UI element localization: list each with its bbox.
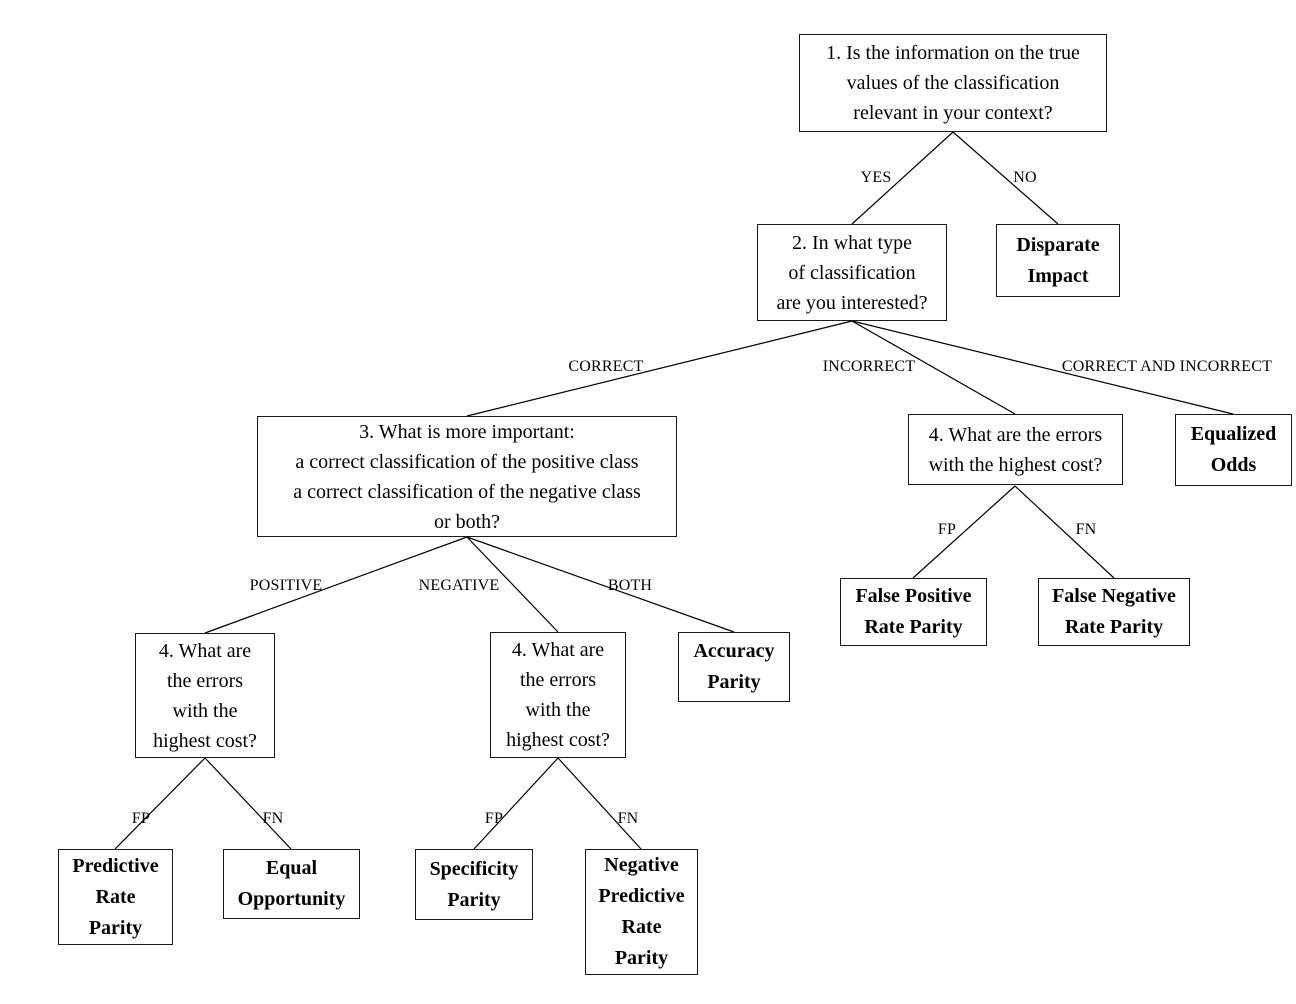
edge-label-yes: YES bbox=[860, 169, 892, 186]
edge-line-fn-left bbox=[204, 757, 292, 850]
edge-label-no: NO bbox=[1013, 169, 1037, 186]
edge-line-correct bbox=[466, 320, 853, 417]
edge-label-correct: CORRECT bbox=[568, 358, 644, 375]
edge-label-fp-left: FP bbox=[131, 810, 151, 827]
node-false-negative-rate-parity: False Negative Rate Parity bbox=[1038, 578, 1190, 646]
edge-line-both bbox=[466, 536, 735, 633]
node-question-4-left: 4. What are the errors with the highest … bbox=[135, 633, 275, 758]
edge-line-fp-right bbox=[912, 485, 1016, 579]
edge-label-both: BOTH bbox=[607, 577, 653, 594]
node-question-4-right: 4. What are the errors with the highest … bbox=[908, 414, 1123, 485]
node-question-4-middle: 4. What are the errors with the highest … bbox=[490, 632, 626, 758]
node-question-3: 3. What is more important: a correct cla… bbox=[257, 416, 677, 537]
node-predictive-rate-parity: Predictive Rate Parity bbox=[58, 849, 173, 945]
edge-label-fn-left: FN bbox=[262, 810, 284, 827]
edge-label-incorrect: INCORRECT bbox=[822, 358, 916, 375]
node-question-2: 2. In what type of classification are yo… bbox=[757, 224, 947, 321]
edge-label-positive: POSITIVE bbox=[249, 577, 323, 594]
edge-line-incorrect bbox=[851, 320, 1016, 415]
edge-label-fn-right: FN bbox=[1075, 521, 1097, 538]
edge-line-positive bbox=[204, 536, 468, 634]
node-false-positive-rate-parity: False Positive Rate Parity bbox=[840, 578, 987, 646]
node-negative-predictive-rate-parity: Negative Predictive Rate Parity bbox=[585, 849, 698, 975]
edge-line-correct-and-incorrect bbox=[851, 320, 1234, 415]
edge-label-negative: NEGATIVE bbox=[418, 577, 500, 594]
node-specificity-parity: Specificity Parity bbox=[415, 849, 533, 920]
edge-label-fp-right: FP bbox=[937, 521, 957, 538]
edge-line-fn-right bbox=[1014, 485, 1115, 579]
edge-line-fp-left bbox=[114, 757, 206, 850]
node-equalized-odds: Equalized Odds bbox=[1175, 414, 1292, 486]
node-equal-opportunity: Equal Opportunity bbox=[223, 849, 360, 919]
edge-label-correct-and-incorrect: CORRECT AND INCORRECT bbox=[1061, 358, 1273, 375]
node-accuracy-parity: Accuracy Parity bbox=[678, 632, 790, 702]
edge-line-negative bbox=[466, 536, 559, 633]
node-question-1: 1. Is the information on the true values… bbox=[799, 34, 1107, 132]
node-disparate-impact: Disparate Impact bbox=[996, 224, 1120, 297]
edge-label-fn-mid: FN bbox=[617, 810, 639, 827]
edge-line-fp-mid bbox=[473, 757, 559, 850]
edge-line-no bbox=[952, 131, 1059, 225]
edge-line-fn-mid bbox=[557, 757, 642, 850]
edge-line-yes bbox=[851, 131, 954, 225]
edge-label-fp-mid: FP bbox=[484, 810, 504, 827]
